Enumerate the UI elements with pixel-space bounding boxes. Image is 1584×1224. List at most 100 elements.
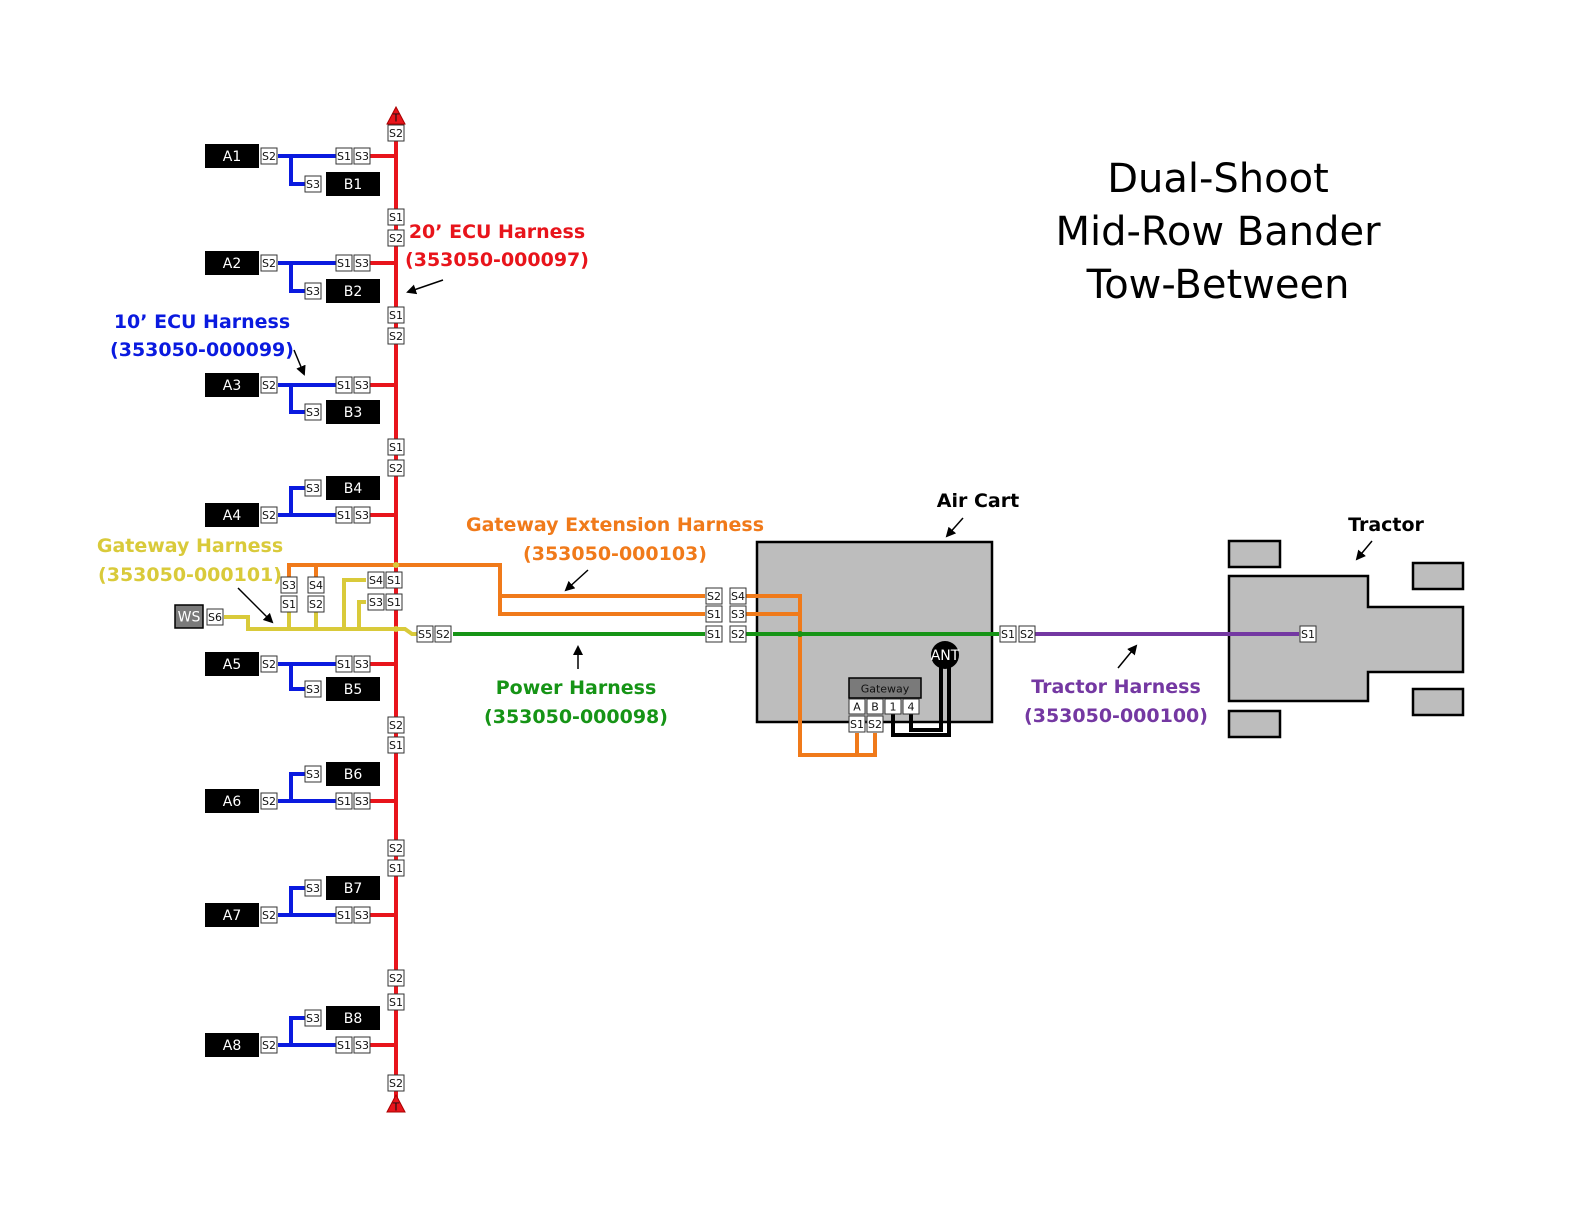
trunk-connector-11[interactable]: S1 [387,859,405,877]
ecu-b4-s3[interactable]: S3 [304,479,322,497]
ecu-b8-s3[interactable]: S3 [304,1009,322,1027]
ecu-a6-s2[interactable]: S2 [260,792,278,810]
trunk-connector-1[interactable]: S2 [387,124,405,142]
connector-label: S3 [355,1039,369,1052]
connector-label: S3 [306,178,320,191]
trunk-connector-5[interactable]: S2 [387,327,405,345]
ecu-b3[interactable]: B3 [326,400,380,424]
ecu-10ft-3-s1[interactable]: S1 [335,376,353,394]
ecu-a4[interactable]: A4 [205,503,259,527]
ecu-a8[interactable]: A8 [205,1033,259,1057]
ecu-10ft-7-s1[interactable]: S1 [335,906,353,924]
aircart-orange-s4[interactable]: S4 [729,587,747,605]
ecu-10ft-1-s1[interactable]: S1 [335,147,353,165]
ecu-a3[interactable]: A3 [205,373,259,397]
trunk-connector-10[interactable]: S2 [387,839,405,857]
ecu-b5-s3[interactable]: S3 [304,680,322,698]
aircart-power-s2[interactable]: S2 [729,625,747,643]
ecu-b7[interactable]: B7 [326,876,380,900]
gateway-port-b-s2[interactable]: S2 [866,715,884,733]
ecu-b2-s3[interactable]: S3 [304,282,322,300]
gateway-harness-s3[interactable]: S3 [367,593,385,611]
trunk-connector-13[interactable]: S1 [387,993,405,1011]
ecu-20ft-4-s3[interactable]: S3 [353,506,371,524]
trunk-bottom-s1[interactable]: S1 [385,593,403,611]
ecu-10ft-5-s1[interactable]: S1 [335,655,353,673]
connector-box [335,147,353,165]
gateway-port-a[interactable]: A [848,698,866,715]
ecu-a7-s2[interactable]: S2 [260,906,278,924]
ecu-10ft-6-s1[interactable]: S1 [335,792,353,810]
ecu-a6[interactable]: A6 [205,789,259,813]
gateway-harness-s2[interactable]: S2 [307,595,325,613]
ecu-20ft-1-s3[interactable]: S3 [353,147,371,165]
ecu-a7[interactable]: A7 [205,903,259,927]
trunk-connector-3[interactable]: S2 [387,229,405,247]
aircart-power-s1-right[interactable]: S1 [999,625,1017,643]
ecu-b5[interactable]: B5 [326,677,380,701]
ecu-20ft-2-s3[interactable]: S3 [353,254,371,272]
power-harness-s2-left[interactable]: S2 [434,625,452,643]
ecu-10ft-8-s1[interactable]: S1 [335,1036,353,1054]
trunk-connector-4[interactable]: S1 [387,306,405,324]
ecu-20ft-3-s3[interactable]: S3 [353,376,371,394]
ecu-a2-s2[interactable]: S2 [260,254,278,272]
trunk-top-s1[interactable]: S1 [385,571,403,589]
trunk-connector-9[interactable]: S1 [387,736,405,754]
ecu-20ft-6-s3[interactable]: S3 [353,792,371,810]
ecu-b1-s3[interactable]: S3 [304,175,322,193]
power-harness-s1[interactable]: S1 [705,625,723,643]
weather-station[interactable]: WS [174,604,204,629]
ecu-b7-s3[interactable]: S3 [304,879,322,897]
trunk-connector-6[interactable]: S1 [387,438,405,456]
connector-label: S2 [389,842,403,855]
gateway-ext-s2[interactable]: S2 [705,587,723,605]
connector-box [280,595,298,613]
connector-box [260,792,278,810]
ecu-a5[interactable]: A5 [205,652,259,676]
connector-label: S5 [418,628,432,641]
gateway-ext-s4-left[interactable]: S4 [307,576,325,594]
gateway-ext-s3-left[interactable]: S3 [280,576,298,594]
gateway-harness-s6[interactable]: S6 [206,608,224,626]
ecu-b4[interactable]: B4 [326,476,380,500]
ecu-a1-s2[interactable]: S2 [260,147,278,165]
trunk-connector-2[interactable]: S1 [387,208,405,226]
trunk-connector-14[interactable]: S2 [387,1074,405,1092]
gateway-harness-s5[interactable]: S5 [416,625,434,643]
ecu-20ft-8-s3[interactable]: S3 [353,1036,371,1054]
tractor-harness-s2[interactable]: S2 [1018,625,1036,643]
aircart-orange-s3[interactable]: S3 [729,605,747,623]
antenna-icon [931,641,959,669]
ecu-10ft-4-s1[interactable]: S1 [335,506,353,524]
ecu-b2[interactable]: B2 [326,279,380,303]
ecu-b8[interactable]: B8 [326,1006,380,1030]
ecu-b6-s3[interactable]: S3 [304,765,322,783]
trunk-connector-8[interactable]: S2 [387,716,405,734]
ecu-20ft-7-s3[interactable]: S3 [353,906,371,924]
gateway-port-1[interactable]: 1 [884,698,902,715]
ecu-b1[interactable]: B1 [326,172,380,196]
gateway-port-4[interactable]: 4 [902,698,920,715]
ecu-a1[interactable]: A1 [205,144,259,168]
gateway-harness-s1[interactable]: S1 [280,595,298,613]
port-label: 1 [890,701,897,714]
ecu-b3-s3[interactable]: S3 [304,403,322,421]
ecu-20ft-5-s3[interactable]: S3 [353,655,371,673]
ecu-a3-s2[interactable]: S2 [260,376,278,394]
connector-box [387,716,405,734]
ecu-10ft-2-s1[interactable]: S1 [335,254,353,272]
gateway-harness-s4[interactable]: S4 [367,571,385,589]
trunk-connector-7[interactable]: S2 [387,459,405,477]
trunk-connector-12[interactable]: S2 [387,969,405,987]
ecu-a5-s2[interactable]: S2 [260,655,278,673]
ecu-b6[interactable]: B6 [326,762,380,786]
ecu-a4-s2[interactable]: S2 [260,506,278,524]
gateway-ext-s1[interactable]: S1 [705,605,723,623]
tractor-harness-s1[interactable]: S1 [1299,625,1317,643]
ecu-a2[interactable]: A2 [205,251,259,275]
gateway-port-a-s1[interactable]: S1 [848,715,866,733]
ecu-a8-s2[interactable]: S2 [260,1036,278,1054]
gateway-port-b[interactable]: B [866,698,884,715]
